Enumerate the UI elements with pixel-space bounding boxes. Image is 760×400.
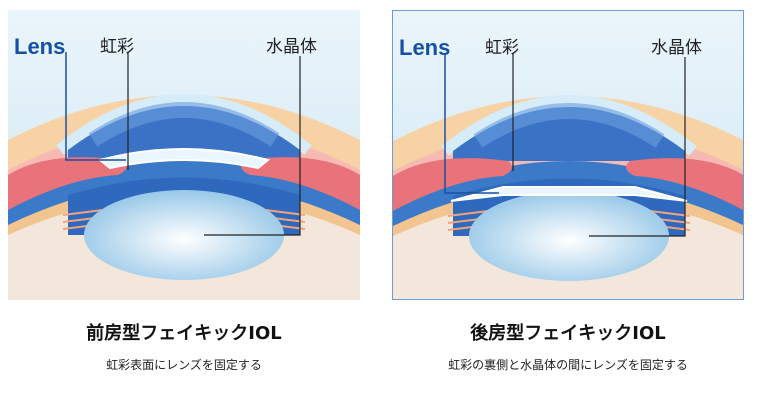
lens-label: Lens (14, 34, 65, 59)
anterior-iol-subtitle: 虹彩表面にレンズを固定する (106, 358, 262, 372)
eye-illustration (8, 52, 360, 300)
eye-illustration (393, 53, 743, 299)
crystalline-lens-shape (84, 190, 284, 280)
lens-leader-line (444, 53, 499, 194)
iris-left-shape (393, 158, 512, 211)
crystalline-lens-label: 水晶体 (266, 37, 317, 57)
lens-leader-line (65, 52, 126, 161)
iol-lens-shape (97, 148, 271, 170)
anterior-iol-title: 前房型フェイキックIOL (86, 323, 282, 344)
iris-label: 虹彩 (100, 37, 134, 57)
posterior-chamber-diagram: Lens 虹彩 水晶体 (392, 10, 744, 300)
crystalline-leader-line (204, 56, 301, 236)
crystalline-lens-label: 水晶体 (651, 38, 702, 58)
crystalline-leader-line (589, 57, 686, 237)
iol-lens-shape (450, 186, 688, 202)
anterior-chamber-diagram: Lens 虹彩 水晶体 (8, 10, 360, 300)
iris-left-shape (8, 157, 127, 210)
posterior-iol-subtitle: 虹彩の裏側と水晶体の間にレンズを固定する (448, 358, 688, 372)
crystalline-lens-shape (469, 191, 669, 281)
iris-label: 虹彩 (485, 38, 519, 58)
posterior-iol-title: 後房型フェイキックIOL (470, 323, 666, 344)
lens-label: Lens (399, 35, 450, 60)
